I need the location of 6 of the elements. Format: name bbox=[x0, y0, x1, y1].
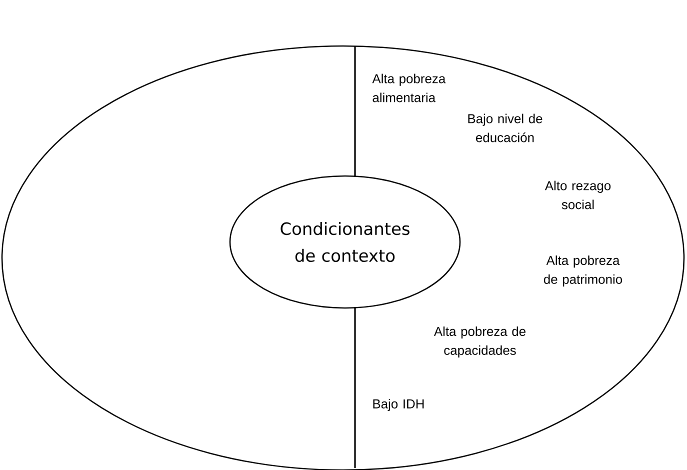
factor-label: Alta pobreza de capacidades bbox=[434, 326, 526, 358]
factor-label: Alto rezago social bbox=[544, 180, 611, 210]
factor-label: Alta pobreza alimentaria bbox=[372, 74, 446, 102]
factor-label: Bajo nivel de educación bbox=[468, 114, 542, 142]
factor-label: Bajo IDH bbox=[373, 398, 424, 412]
factor-label: Alta pobreza de patrimonio bbox=[544, 255, 622, 286]
